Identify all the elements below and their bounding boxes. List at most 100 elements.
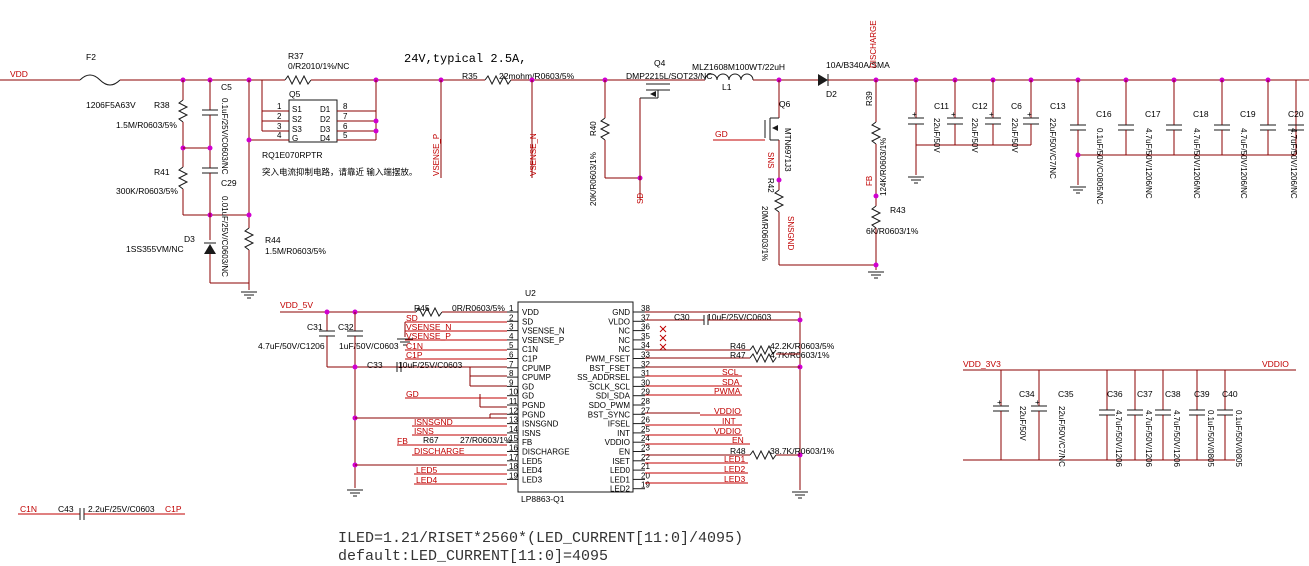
q5-pin-d3: D3 xyxy=(320,125,331,134)
r35-ref: R35 xyxy=(462,71,478,81)
net-fb-u2: FB xyxy=(397,436,408,446)
c38-value: 4.7uF/50V/1206 xyxy=(1172,410,1181,467)
u2-pin-name: DISCHARGE xyxy=(522,448,570,457)
d3-ref: D3 xyxy=(184,234,195,244)
ground-symbol xyxy=(347,489,363,497)
u2-pin-name: LED0 xyxy=(610,466,631,475)
r40-value: 20K/R0603/1% xyxy=(589,152,598,206)
c16-ref: C16 xyxy=(1096,109,1112,119)
r48-value: 38.7K/R0603/1% xyxy=(770,446,835,456)
u2-pin-number: 14 xyxy=(509,425,518,434)
u2-pin-number: 7 xyxy=(509,360,514,369)
u2-pin-name: VDDIO xyxy=(605,438,630,447)
r41-ref: R41 xyxy=(154,167,170,177)
net-isns: ISNS xyxy=(414,426,434,436)
net-gd-u2: GD xyxy=(406,389,419,399)
net-vddio: VDDIO xyxy=(1262,359,1289,369)
u2-pin-number: 29 xyxy=(641,388,650,397)
u2-pin-number: 37 xyxy=(641,313,650,322)
net-gd-q6: GD xyxy=(715,129,728,139)
u2-pin-name: GD xyxy=(522,392,534,401)
q5-pinnum-6: 6 xyxy=(343,122,348,131)
d3-value: 1SS355VM/NC xyxy=(126,244,184,254)
r46-ref: R46 xyxy=(730,341,746,351)
r42-value: 20M/R0603/1% xyxy=(760,206,769,261)
net-led1: LED1 xyxy=(724,454,746,464)
net-vddio-u2: VDDIO xyxy=(714,406,741,416)
l1-ref: L1 xyxy=(722,82,732,92)
net-led5: LED5 xyxy=(416,465,438,475)
u2-pin-number: 30 xyxy=(641,378,650,387)
c43-flycap: C1N C43 2.2uF/25V/C0603 C1P xyxy=(18,504,185,520)
net-vsense-n: VSENSE_N xyxy=(529,133,538,176)
c12-ref: C12 xyxy=(972,101,988,111)
u2-pin-name: VDD xyxy=(522,308,539,317)
u2-pin-name: SS_ADDRSEL xyxy=(577,373,630,382)
net-snsgnd: SNSGND xyxy=(786,216,795,250)
u2-pin-number: 25 xyxy=(641,425,650,434)
c17-value: 4.7uF/50V/1206/NC xyxy=(1144,128,1153,199)
net-c1p-c43: C1P xyxy=(165,504,182,514)
d2-value: 10A/B340A/SMA xyxy=(826,60,890,70)
r45-ref: R45 xyxy=(414,303,430,313)
u2-pin-name: CPUMP xyxy=(522,373,551,382)
u2-pin-name: VSENSE_P xyxy=(522,336,564,345)
c16-value: 0.1uF/50V/C0805/NC xyxy=(1095,128,1104,205)
c32-value: 1uF/50V/C0603 xyxy=(339,341,399,351)
u2-pin-number: 27 xyxy=(641,406,650,415)
u2-pin-number: 31 xyxy=(641,369,650,378)
c32-ref: C32 xyxy=(338,322,354,332)
u2-pin-name: ISNS xyxy=(522,429,541,438)
u2-pin-name: PGND xyxy=(522,410,545,419)
c19-ref: C19 xyxy=(1240,109,1256,119)
c31-ref: C31 xyxy=(307,322,323,332)
ground-symbol xyxy=(792,491,808,499)
q5-pin-d1: D1 xyxy=(320,105,331,114)
inrush-section: R38 1.5M/R0603/5% R41 300K/R0603/5% C5 0… xyxy=(116,80,538,299)
u2-ref: U2 xyxy=(525,288,536,298)
c17-ref: C17 xyxy=(1145,109,1161,119)
c37-ref: C37 xyxy=(1137,389,1153,399)
feedback-divider: R39 124K/R0603/1% FB R43 6K/R0603/1% xyxy=(865,80,919,279)
resistor-r42 xyxy=(773,189,785,213)
r44-value: 1.5M/R0603/5% xyxy=(265,246,326,256)
net-sd-q4: SD xyxy=(636,193,645,204)
q6-value: MTN6971J3 xyxy=(783,128,792,172)
svg-text:+: + xyxy=(1035,397,1040,407)
r67-value: 27/R0603/1% xyxy=(460,435,512,445)
c29-value: 0.01uF/25V/C0603/NC xyxy=(220,196,229,277)
u2-pin-number: 35 xyxy=(641,332,650,341)
u2-pin-number: 23 xyxy=(641,444,650,453)
c6-value: 22uF/50V xyxy=(1010,118,1019,153)
c11-value: 22uF/50V xyxy=(932,118,941,153)
c11-ref: C11 xyxy=(934,101,949,111)
net-vsense-p-u2: VSENSE_P xyxy=(406,331,451,341)
u2-pin-name: GD xyxy=(522,382,534,391)
u2-pin-name: LED5 xyxy=(522,457,543,466)
formula-iled: ILED=1.21/RISET*2560*(LED_CURRENT[11:0]/… xyxy=(338,530,743,547)
c18-ref: C18 xyxy=(1193,109,1209,119)
u2-pin-number: 36 xyxy=(641,323,650,332)
net-c1n-u2: C1N xyxy=(406,341,423,351)
c33-ref: C33 xyxy=(367,360,383,370)
net-pwma: PWMA xyxy=(714,386,741,396)
u2-pin-number: 4 xyxy=(509,332,514,341)
c34-value: 22uF/50V xyxy=(1018,406,1027,441)
c36-value: 4.7uF/50V/1206 xyxy=(1114,410,1123,467)
net-vdd-5v: VDD_5V xyxy=(280,300,313,310)
u2-pin-name: ISNSGND xyxy=(522,420,559,429)
u2-pin-name: IFSEL xyxy=(608,420,631,429)
d2-ref: D2 xyxy=(826,89,837,99)
r42-ref: R42 xyxy=(766,178,775,193)
c19-value: 4.7uF/50V/1206/NC xyxy=(1239,128,1248,199)
u2-pin-name: SDI_SDA xyxy=(596,392,631,401)
q5-value: RQ1E070RPTR xyxy=(262,150,322,160)
c12-value: 22uF/50V xyxy=(970,118,979,153)
r37-ref: R37 xyxy=(288,51,304,61)
u2-pin-number: 11 xyxy=(509,397,518,406)
q5-pinnum-3: 3 xyxy=(277,122,282,131)
c39-value: 0.1uF/50V/0805 xyxy=(1206,410,1215,467)
resistor-r44 xyxy=(243,227,255,251)
u2-pin-number: 10 xyxy=(509,388,518,397)
u2-pin-name: NC xyxy=(618,327,630,336)
